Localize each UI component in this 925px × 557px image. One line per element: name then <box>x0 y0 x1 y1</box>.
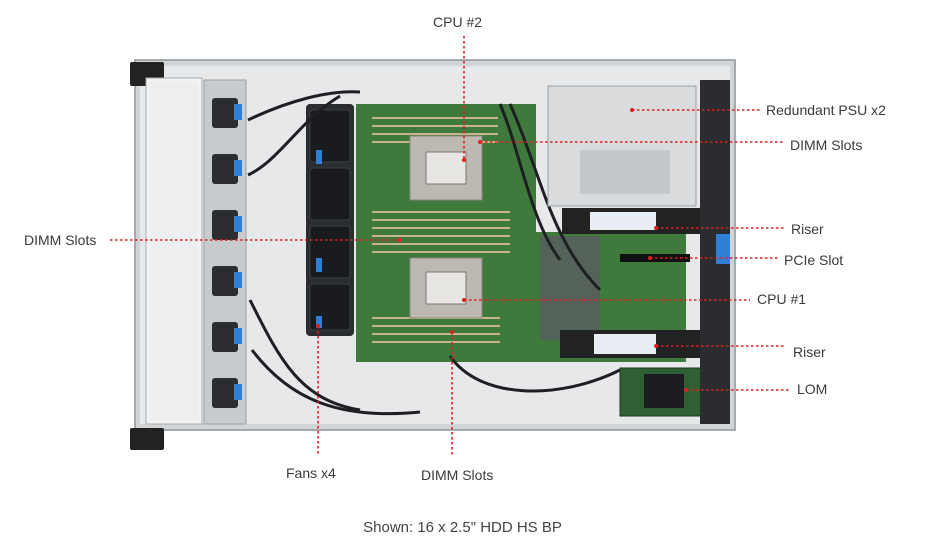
callout-cpu2: CPU #2 <box>433 14 483 30</box>
figure-caption: Shown: 16 x 2.5" HDD HS BP <box>363 519 562 536</box>
callout-pcie: PCIe Slot <box>784 252 844 268</box>
callout-fans: Fans x4 <box>286 465 336 481</box>
callout-dimm-left: DIMM Slots <box>24 232 97 248</box>
drive-bay <box>145 77 203 425</box>
hdd-backplane <box>203 79 247 425</box>
callout-psu: Redundant PSU x2 <box>766 102 886 118</box>
callout-riser-bottom: Riser <box>793 344 826 360</box>
lom-card <box>619 367 703 417</box>
rack-handle-bottom <box>130 428 164 450</box>
callout-dimm-right: DIMM Slots <box>790 137 863 153</box>
callout-lom: LOM <box>797 381 828 397</box>
callout-leaders <box>110 36 790 456</box>
riser-top <box>562 208 700 234</box>
callout-dimm-bottom: DIMM Slots <box>421 467 494 483</box>
psu-bay <box>547 85 697 207</box>
cpu1-heatsink <box>409 257 483 319</box>
callout-riser-top: Riser <box>791 221 824 237</box>
riser-bottom <box>560 330 700 358</box>
fan-module <box>306 104 354 336</box>
cpu2-heatsink <box>409 135 483 201</box>
callout-cpu1: CPU #1 <box>757 291 807 307</box>
dimm-bank-middle <box>372 211 510 253</box>
rear-panel <box>700 80 730 424</box>
